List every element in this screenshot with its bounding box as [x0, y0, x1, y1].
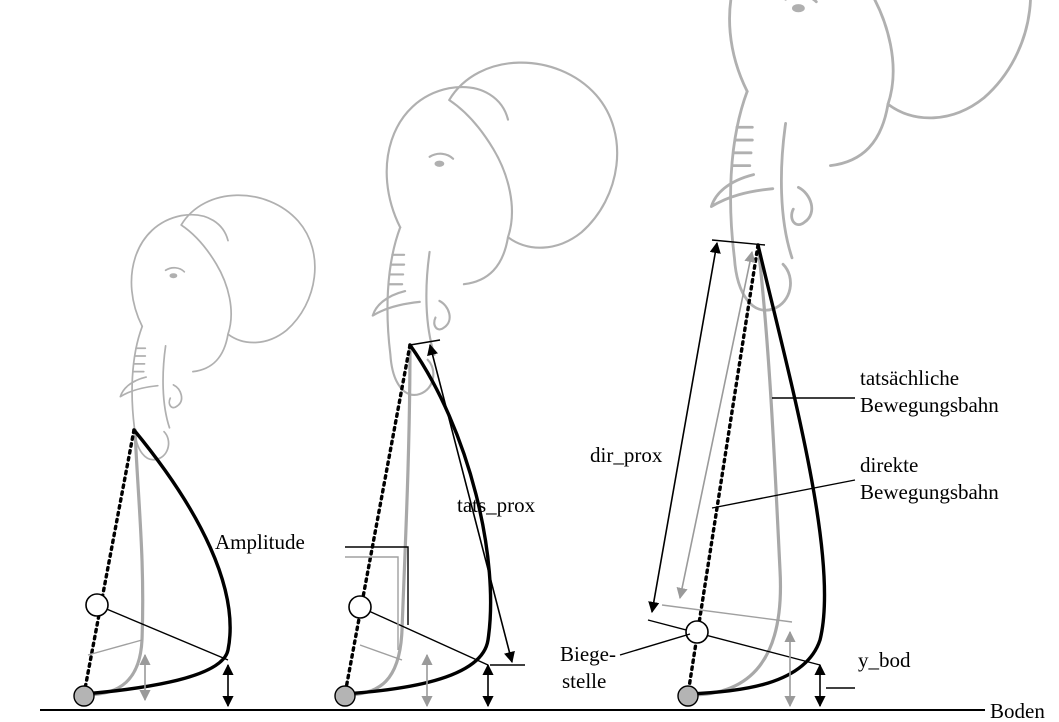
dir-prox-arrow	[652, 243, 717, 612]
dir-prox-grey-arrow	[680, 252, 752, 598]
trunk-paths-2	[335, 340, 525, 706]
actual-path-3	[688, 245, 825, 694]
bend-line-3	[648, 620, 820, 665]
bend-point-1	[86, 594, 108, 616]
actual-path-1	[84, 430, 230, 694]
bend-label-1: Biege-	[560, 642, 616, 666]
elephant-1	[120, 195, 315, 459]
actual-path-label-1: tatsächliche	[860, 366, 959, 390]
foot-2	[335, 686, 355, 706]
direct-path-leader	[712, 480, 855, 508]
bend-line-grey-2	[360, 645, 402, 660]
direct-path-label-2: Bewegungsbahn	[860, 480, 999, 504]
dir-prox-tick-top	[712, 240, 765, 245]
trunk-paths-3	[648, 240, 825, 706]
bend-point-2	[349, 596, 371, 618]
tats-prox-label: tats_prox	[457, 493, 536, 517]
foot-1	[74, 686, 94, 706]
actual-path-label-2: Bewegungsbahn	[860, 393, 999, 417]
grey-path-1	[85, 430, 143, 695]
bend-line-2	[360, 607, 488, 665]
bend-line-1	[97, 605, 228, 660]
dir-prox-label: dir_prox	[590, 443, 663, 467]
bend-leader	[620, 634, 690, 655]
foot-3	[678, 686, 698, 706]
amplitude-label: Amplitude	[215, 530, 305, 554]
bend-point-3	[686, 621, 708, 643]
bend-label-2: stelle	[562, 669, 606, 693]
actual-path-2	[345, 345, 491, 694]
direct-path-label-1: direkte	[860, 453, 918, 477]
trunk-paths-1	[74, 430, 230, 706]
ground-label: Boden	[990, 699, 1045, 722]
tats-prox-tick-top	[410, 340, 440, 345]
bend-line-grey-1	[88, 640, 142, 655]
y-bod-label: y_bod	[858, 648, 911, 672]
bend-line-grey-3	[662, 605, 792, 622]
